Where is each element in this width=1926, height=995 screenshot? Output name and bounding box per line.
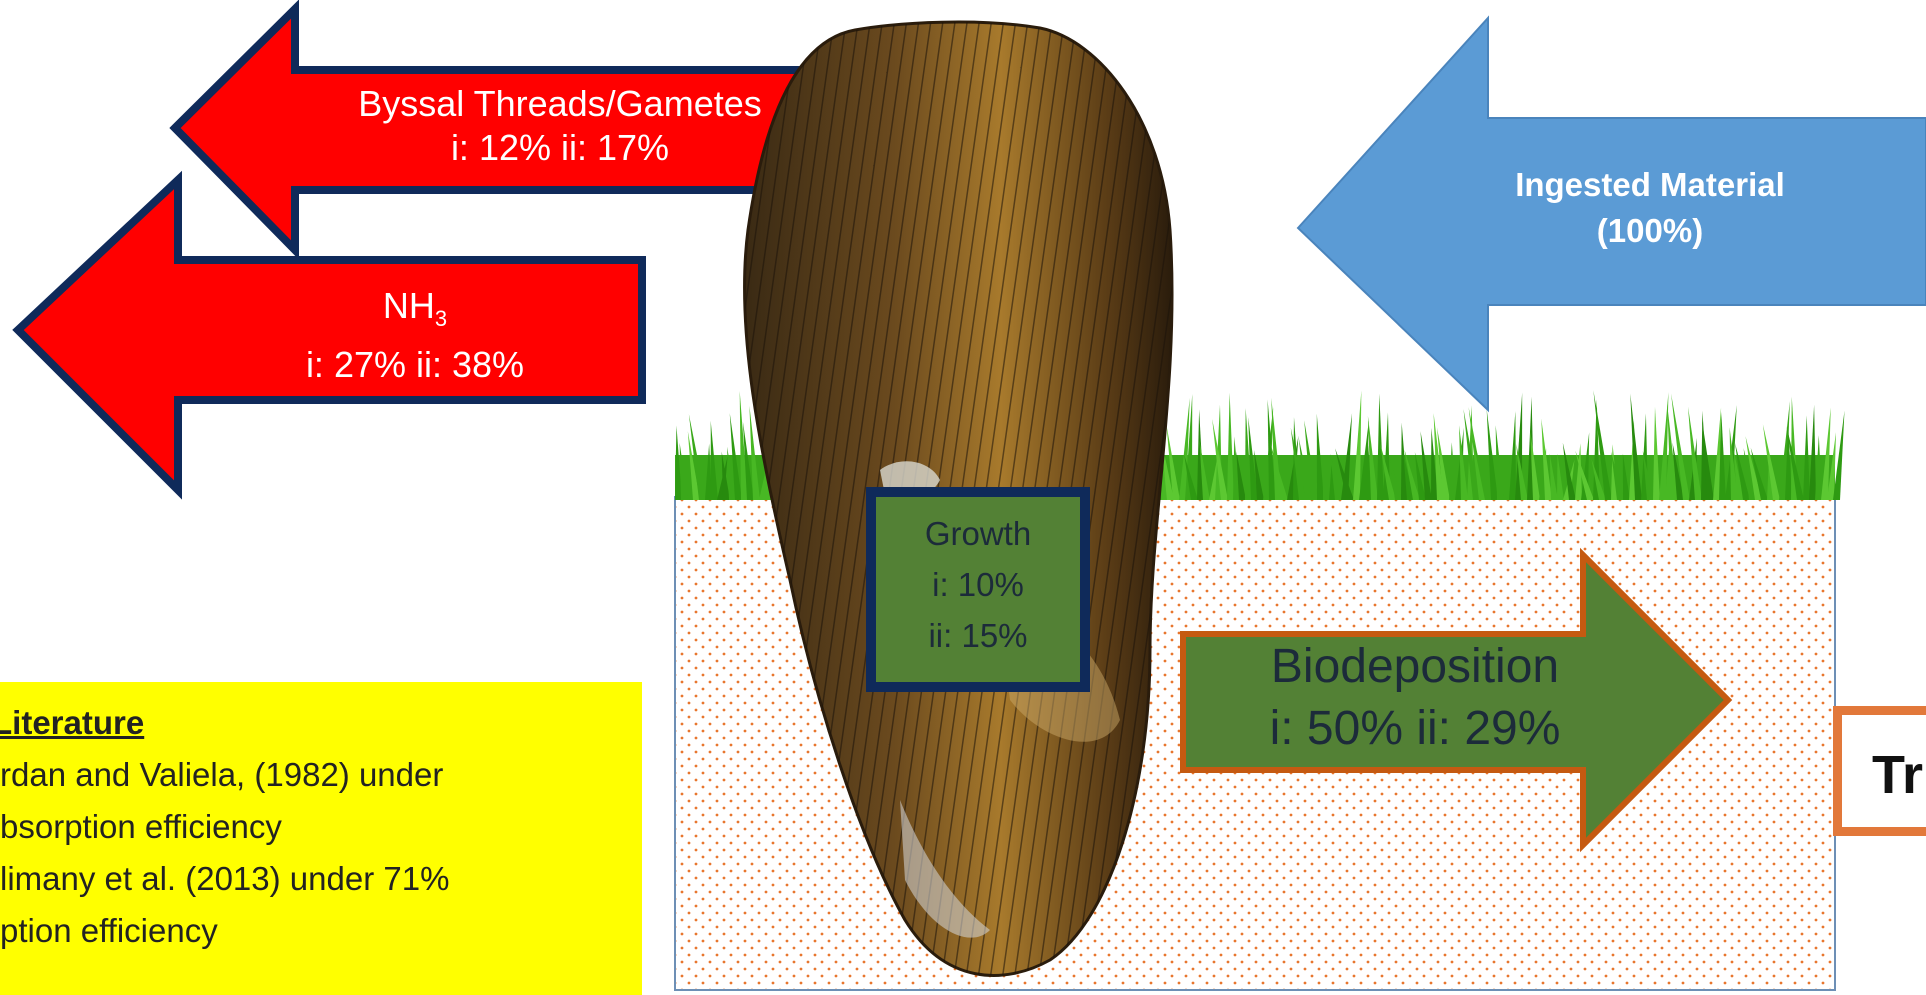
legend-heading: Literature xyxy=(0,704,144,742)
nh3-title: NH3 xyxy=(200,283,630,342)
nh3-values: i: 27% ii: 38% xyxy=(200,342,630,388)
ingested-material-title: Ingested Material xyxy=(1470,162,1830,208)
growth-label: Growth i: 10% ii: 15% xyxy=(880,508,1076,661)
legend-line-1: rdan and Valiela, (1982) under xyxy=(0,756,443,794)
ingested-material-label: Ingested Material (100%) xyxy=(1470,162,1830,254)
byssal-threads-values: i: 12% ii: 17% xyxy=(300,126,820,170)
legend-line-2: bsorption efficiency xyxy=(0,808,282,846)
ingested-material-value: (100%) xyxy=(1470,208,1830,254)
literature-legend: Literature rdan and Valiela, (1982) unde… xyxy=(0,682,642,995)
byssal-threads-title: Byssal Threads/Gametes xyxy=(300,82,820,126)
biodeposition-values: i: 50% ii: 29% xyxy=(1215,698,1615,760)
growth-value-ii: ii: 15% xyxy=(880,610,1076,661)
biodeposition-title: Biodeposition xyxy=(1215,636,1615,698)
truncated-box-text: Tr xyxy=(1872,744,1923,806)
growth-value-i: i: 10% xyxy=(880,559,1076,610)
legend-line-4: ption efficiency xyxy=(0,912,218,950)
nh3-label: NH3 i: 27% ii: 38% xyxy=(200,283,630,388)
biodeposition-label: Biodeposition i: 50% ii: 29% xyxy=(1215,636,1615,760)
legend-line-3: limany et al. (2013) under 71% xyxy=(0,860,449,898)
byssal-threads-label: Byssal Threads/Gametes i: 12% ii: 17% xyxy=(300,82,820,170)
growth-title: Growth xyxy=(880,508,1076,559)
